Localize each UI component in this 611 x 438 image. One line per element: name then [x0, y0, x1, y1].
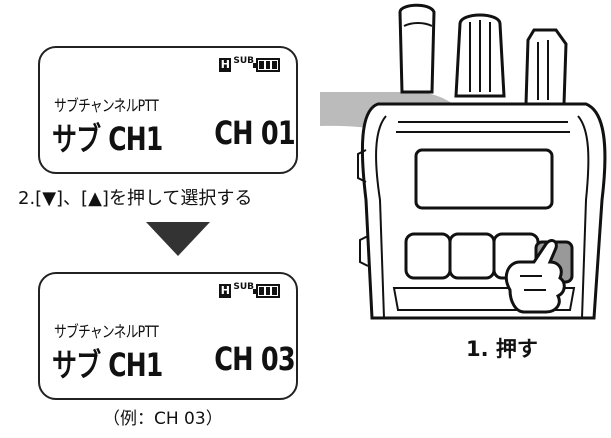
lcd-sub-channel: サブ CH1: [52, 346, 163, 384]
lcd-channel-number: CH 03: [213, 340, 296, 378]
lcd-channel-row: サブ CH1 CH 03: [52, 340, 295, 386]
battery-icon: [253, 58, 280, 72]
lcd-mode-label: サブチャンネルPTT: [54, 322, 159, 341]
instruction-text: 2.[▼]、[▲]を押して選択する: [18, 188, 253, 209]
sub-indicator: SUB: [233, 282, 254, 292]
lcd-display-after: H SUB サブチャンネルPTT サブ CH1 CH 03: [38, 272, 298, 400]
radio-button-1: [404, 232, 452, 280]
radio-button-2: [448, 232, 496, 280]
lcd-status-bar: H SUB: [219, 56, 280, 72]
channel-knob: [524, 28, 568, 106]
arrow-down-icon: [146, 222, 210, 256]
lcd-mode-label: サブチャンネルPTT: [54, 96, 159, 115]
antenna: [398, 3, 436, 94]
radio-illustration: [320, 3, 607, 320]
power-high-icon: H: [219, 58, 232, 72]
radio-display: [414, 148, 554, 210]
example-caption: （例：CH 03）: [103, 409, 223, 429]
battery-icon: [253, 284, 280, 298]
lcd-display-before: H SUB サブチャンネルPTT サブ CH1 CH 01: [38, 46, 298, 174]
lcd-channel-row: サブ CH1 CH 01: [52, 114, 295, 160]
lcd-status-bar: H SUB: [219, 282, 280, 298]
lcd-sub-channel: サブ CH1: [52, 120, 163, 158]
radio-body: [360, 102, 607, 320]
power-high-icon: H: [219, 284, 232, 298]
sub-indicator: SUB: [233, 56, 254, 66]
press-step-label: 1. 押す: [466, 337, 538, 361]
lcd-channel-number: CH 01: [213, 114, 296, 152]
